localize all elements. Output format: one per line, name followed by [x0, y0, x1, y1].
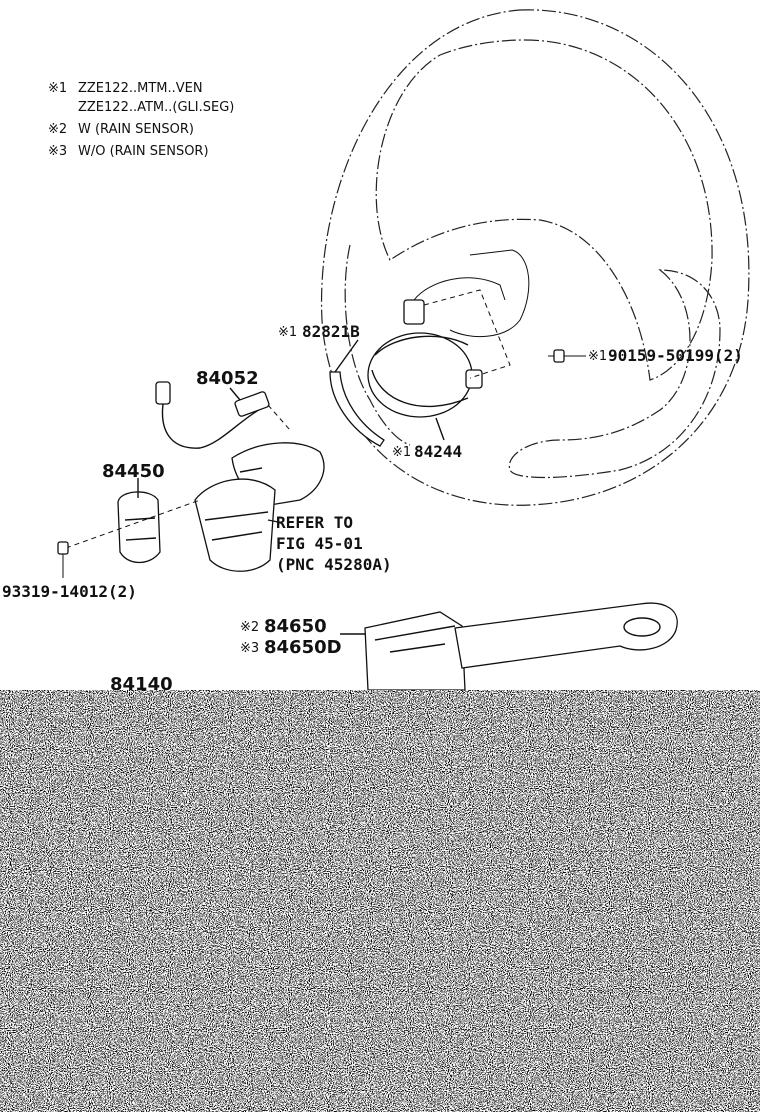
refer-line-3: (PNC 45280A): [276, 555, 392, 574]
sensor-84450: [65, 478, 201, 564]
note-3-mark: ※3: [48, 144, 67, 159]
label-84244: 84244: [414, 442, 462, 461]
note-3-text: W/O (RAIN SENSOR): [78, 144, 209, 159]
label-84052: 84052: [196, 368, 259, 389]
label-93319: 93319-14012(2): [2, 582, 137, 601]
column-cover-45280a: [194, 442, 325, 572]
note-1-mark: ※1: [48, 81, 67, 96]
label-84140: 84140: [110, 674, 173, 695]
screw-90159: [548, 349, 586, 363]
cover-82821b: [329, 339, 385, 447]
switch-84650: [340, 602, 678, 691]
screw-93319: [57, 541, 69, 578]
note-1-text: ZZE122..MTM..VEN: [78, 81, 203, 96]
label-84650: 84650: [264, 616, 327, 637]
mark-84650: ※2: [240, 620, 259, 635]
refer-line-2: FIG 45-01: [276, 534, 363, 553]
callouts: ※1 82821B ※1 84244 ※1 90159-50199(2) 840…: [2, 322, 743, 695]
label-82821b: 82821B: [302, 322, 360, 341]
label-84650d: 84650D: [264, 637, 342, 658]
mark-84650d: ※3: [240, 641, 259, 656]
steering-wheel: [320, 9, 750, 506]
obscured-region: [0, 690, 760, 1112]
mark-82821b: ※1: [278, 325, 297, 340]
refer-line-1: REFER TO: [276, 513, 353, 532]
horn-pad-84244: [367, 249, 530, 441]
legend-notes: ※1 ZZE122..MTM..VEN ZZE122..ATM..(GLI.SE…: [48, 81, 234, 159]
label-84450: 84450: [102, 461, 165, 482]
label-90159: 90159-50199(2): [608, 346, 743, 365]
mark-90159: ※1: [588, 349, 607, 364]
cable-84052: [155, 381, 291, 449]
mark-84244: ※1: [392, 445, 411, 460]
note-2-text: W (RAIN SENSOR): [78, 122, 194, 137]
note-2-mark: ※2: [48, 122, 67, 137]
note-1b-text: ZZE122..ATM..(GLI.SEG): [78, 100, 234, 115]
